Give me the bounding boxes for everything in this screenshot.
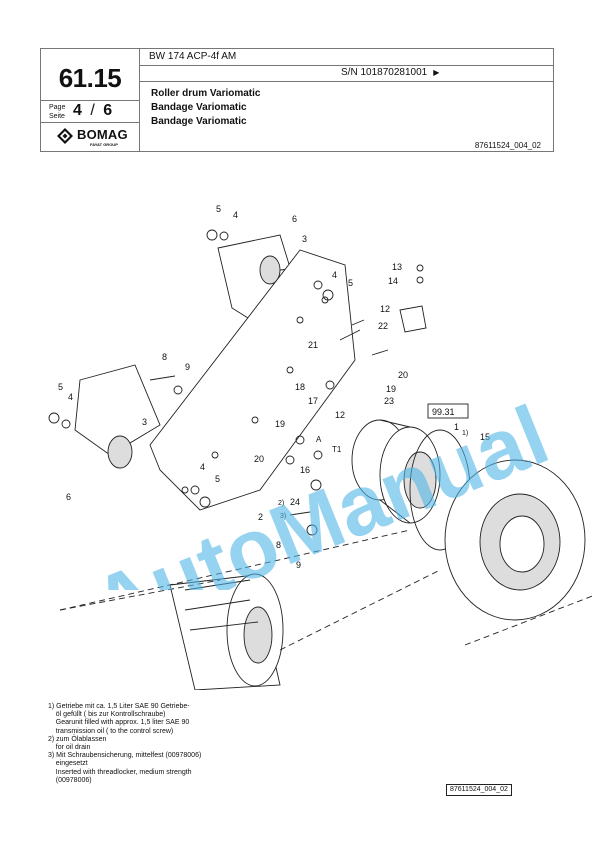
bracket	[399, 305, 427, 333]
divider	[139, 81, 554, 82]
page-label: Page Seite	[49, 103, 65, 121]
callout: 5	[348, 278, 353, 288]
title-fr: Bandage Variomatic	[151, 116, 247, 127]
mounting-plate-lower	[74, 364, 161, 469]
note-line: for oil drain	[48, 744, 91, 752]
divider	[139, 49, 140, 152]
callout: 3)	[280, 513, 286, 520]
header-table: BW 174 ACP-4f AM S/N 101870281001 ▶ Rolle…	[40, 48, 554, 152]
callout: 5	[216, 204, 221, 214]
callout: 2)	[278, 500, 284, 507]
callout: 4	[332, 270, 337, 280]
callout: 5	[215, 474, 220, 484]
divider	[139, 65, 554, 66]
callout: 17	[308, 396, 318, 406]
callout: 4	[233, 210, 238, 220]
note-line: (00978006)	[48, 776, 92, 784]
title-de: Bandage Variomatic	[151, 102, 247, 113]
brand-sub: FAYAT GROUP	[90, 142, 118, 147]
title-en: Roller drum Variomatic	[151, 88, 261, 99]
note-line: eingesetzt	[48, 760, 88, 768]
reference-box	[427, 403, 469, 419]
callout: 20	[398, 370, 408, 380]
note-line: 2) zum Ölablassen	[48, 735, 107, 743]
callout: 2	[258, 512, 263, 522]
page-label-de: Page	[49, 104, 66, 111]
brand-logo: BOMAG FAYAT GROUP	[57, 127, 137, 149]
callout: T1	[332, 445, 342, 454]
title-block: Roller drum Variomatic Bandage Variomati…	[151, 87, 260, 129]
callout: 6	[66, 492, 71, 502]
bomag-diamond-logo-icon	[57, 128, 73, 144]
callout: 14	[388, 276, 398, 286]
callout: 6	[292, 214, 297, 224]
note-line: Gearunit filled with approx. 1,5 liter S…	[48, 719, 190, 727]
callout: 24	[290, 497, 300, 507]
drawing-code: 87611524_004_02	[474, 141, 541, 150]
footnotes: 1) Getriebe mit ca. 1,5 Liter SAE 90 Get…	[48, 703, 201, 785]
gear-unit	[351, 419, 441, 524]
callout: 4	[68, 392, 73, 402]
serial-text: S/N 101870281001	[341, 67, 428, 78]
frame-plate	[149, 249, 356, 511]
drum-hub	[444, 459, 586, 621]
page-current: 4	[73, 102, 82, 119]
note-line: Inserted with threadlocker, medium stren…	[48, 768, 192, 776]
section-number: 61.15	[58, 63, 122, 93]
callout: 3	[142, 417, 147, 427]
callout: 15	[480, 432, 490, 442]
callout: 1	[454, 422, 459, 432]
model-name: BW 174 ACP-4f AM	[149, 51, 237, 62]
drum-assembly-perspective	[169, 573, 284, 690]
divider	[41, 100, 139, 101]
note-line: transmission oil ( to the control screw)	[48, 727, 174, 735]
page-total: 6	[103, 102, 113, 119]
callout: 1)	[462, 430, 468, 437]
divider	[41, 122, 139, 123]
callout: 21	[308, 340, 318, 350]
callout: 12	[380, 304, 390, 314]
note-line: 1) Getriebe mit ca. 1,5 Liter SAE 90 Get…	[48, 703, 190, 710]
callout: 19	[386, 384, 396, 394]
callout: 3	[302, 234, 307, 244]
callout: 20	[254, 454, 264, 464]
note-line: öl gefüllt ( bis zur Kontrollschraube)	[48, 711, 166, 719]
callout: 22	[378, 321, 388, 331]
callout: 13	[392, 262, 402, 272]
callout: 5	[58, 382, 63, 392]
callout: 9	[185, 362, 190, 372]
callout: 8	[162, 352, 167, 362]
callout: 8	[276, 540, 281, 550]
fasteners	[48, 229, 424, 536]
callout: 18	[295, 382, 305, 392]
serial-number: S/N 101870281001 ▶	[341, 67, 439, 78]
exploded-view-drawing: 99.31 5 4 6 3 4 5 13 14 12 22 21 8 9 6 2…	[48, 204, 596, 690]
reference-box-label: 99.31	[432, 407, 455, 417]
callout: 9	[296, 560, 301, 570]
callout: 12	[335, 410, 345, 420]
page-separator: /	[90, 102, 95, 119]
page-label-en: Seite	[49, 113, 65, 120]
note-line: 3) Mit Schraubensicherung, mittelfest (0…	[48, 752, 202, 760]
callout: 19	[275, 419, 285, 429]
next-arrow-icon[interactable]: ▶	[433, 68, 440, 77]
callouts: 5 4 6 3 4 5 13 14 12 22 21 8 9 6 20 5 4 …	[58, 204, 490, 570]
footer-drawing-code: 87611524_004_02	[446, 784, 512, 796]
page-number: 4 / 6	[73, 102, 112, 120]
assembly-guide-lines	[59, 529, 596, 651]
callout: A	[316, 435, 322, 444]
callout: 16	[300, 465, 310, 475]
callout: 4	[200, 462, 205, 472]
callout: 23	[384, 396, 394, 406]
brand-name: BOMAG	[77, 127, 128, 142]
